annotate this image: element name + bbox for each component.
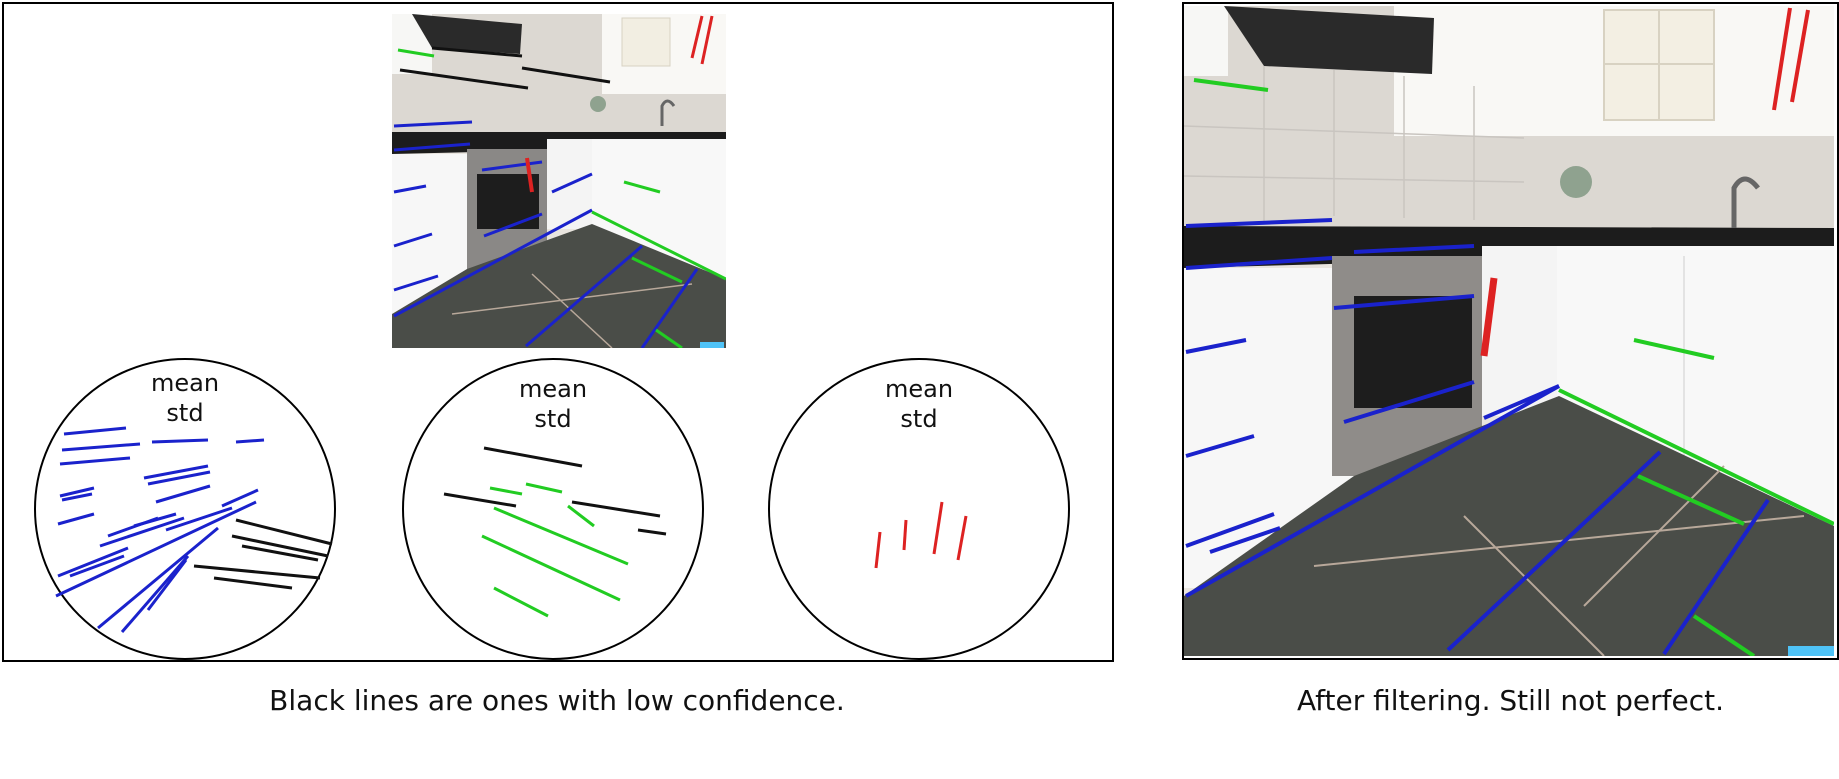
- red-lines-cluster: mean std: [768, 358, 1070, 660]
- cluster-stats-label: mean std: [770, 374, 1068, 434]
- cluster-stats-label: mean std: [36, 368, 334, 428]
- mean-label: mean: [518, 375, 588, 403]
- kitchen-photo-small: [392, 14, 726, 348]
- std-label: std: [900, 405, 938, 433]
- mean-label: mean: [884, 375, 954, 403]
- cluster-stats-label: mean std: [404, 374, 702, 434]
- left-panel: [2, 2, 1114, 662]
- std-label: std: [534, 405, 572, 433]
- std-label: std: [166, 399, 204, 427]
- right-panel: [1182, 2, 1839, 660]
- green-lines-cluster: mean std: [402, 358, 704, 660]
- right-caption: After filtering. Still not perfect.: [1297, 684, 1724, 717]
- mean-label: mean: [150, 369, 220, 397]
- blue-lines-cluster: mean std: [34, 358, 336, 660]
- left-caption: Black lines are ones with low confidence…: [269, 684, 845, 717]
- kitchen-photo-large: [1184, 6, 1834, 656]
